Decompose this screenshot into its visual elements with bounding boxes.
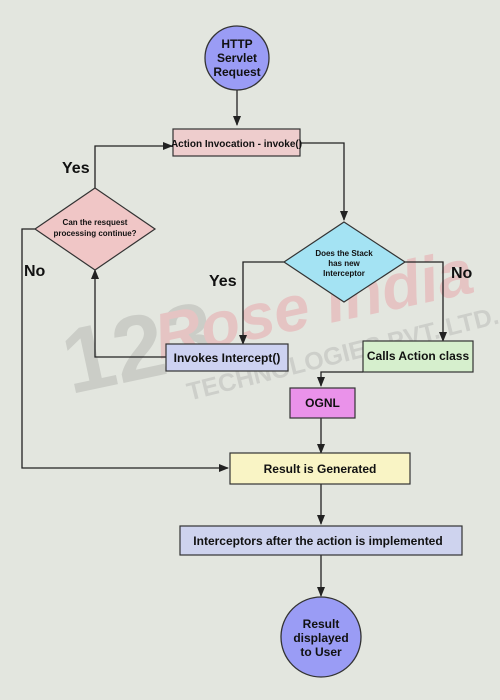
node-http-servlet-request: HTTP Servlet Request <box>204 25 270 91</box>
interceptors-after-label: Interceptors after the action is impleme… <box>193 534 442 548</box>
interceptors-after-box <box>179 525 463 556</box>
start-line-2: Servlet <box>217 51 257 65</box>
invokes-intercept-box <box>165 343 289 372</box>
end-line-1: Result <box>303 617 340 631</box>
new-interceptor-diamond <box>282 221 407 303</box>
label-no-left: No <box>24 263 46 280</box>
edge-can-continue-yes-to-invocation <box>94 142 173 188</box>
new-interceptor-line-1: Does the Stack <box>315 249 373 258</box>
end-line-3: to User <box>300 645 342 659</box>
can-continue-line-1: Can the resquest <box>63 218 128 227</box>
can-continue-diamond <box>33 187 157 271</box>
invokes-intercept-label: Invokes Intercept() <box>174 351 281 365</box>
node-action-invocation: Action Invocation - invoke() <box>171 128 302 157</box>
node-result-generated: Result is Generated <box>229 452 411 485</box>
start-line-1: HTTP <box>221 37 252 51</box>
can-continue-line-2: processing continue? <box>53 229 136 238</box>
label-no-right: No <box>451 265 473 282</box>
node-calls-action: Calls Action class <box>362 340 474 373</box>
edges <box>21 90 447 597</box>
edge-yes-to-invokes-intercept <box>239 261 284 345</box>
node-invokes-intercept: Invokes Intercept() <box>165 343 289 372</box>
start-line-3: Request <box>213 65 260 79</box>
end-line-2: displayed <box>293 631 348 645</box>
label-yes-right: Yes <box>209 273 237 290</box>
label-yes-left: Yes <box>62 160 90 177</box>
calls-action-label: Calls Action class <box>367 349 470 363</box>
new-interceptor-line-3: Interceptor <box>323 269 365 278</box>
result-generated-label: Result is Generated <box>264 462 377 476</box>
node-can-continue-decision: Can the resquest processing continue? <box>33 187 157 271</box>
node-result-displayed: Result displayed to User <box>280 596 362 678</box>
node-ognl: OGNL <box>289 387 356 419</box>
new-interceptor-line-2: has new <box>328 259 360 268</box>
result-generated-box <box>229 452 411 485</box>
action-invocation-label: Action Invocation - invoke() <box>171 139 302 150</box>
end-circle <box>280 596 362 678</box>
edge-calls-action-to-ognl <box>317 371 363 387</box>
node-new-interceptor-decision: Does the Stack has new Interceptor <box>282 221 407 303</box>
node-interceptors-after: Interceptors after the action is impleme… <box>179 525 463 556</box>
action-invocation-box <box>172 128 301 157</box>
edge-invocation-to-stack-check <box>300 142 348 221</box>
ognl-box <box>289 387 356 419</box>
ognl-label: OGNL <box>305 396 340 410</box>
edge-can-continue-no-to-result <box>21 228 229 472</box>
start-circle <box>204 25 270 91</box>
edge-invokes-to-can-continue <box>91 269 166 358</box>
edge-no-to-calls-action <box>405 261 447 342</box>
calls-action-box <box>362 340 474 373</box>
